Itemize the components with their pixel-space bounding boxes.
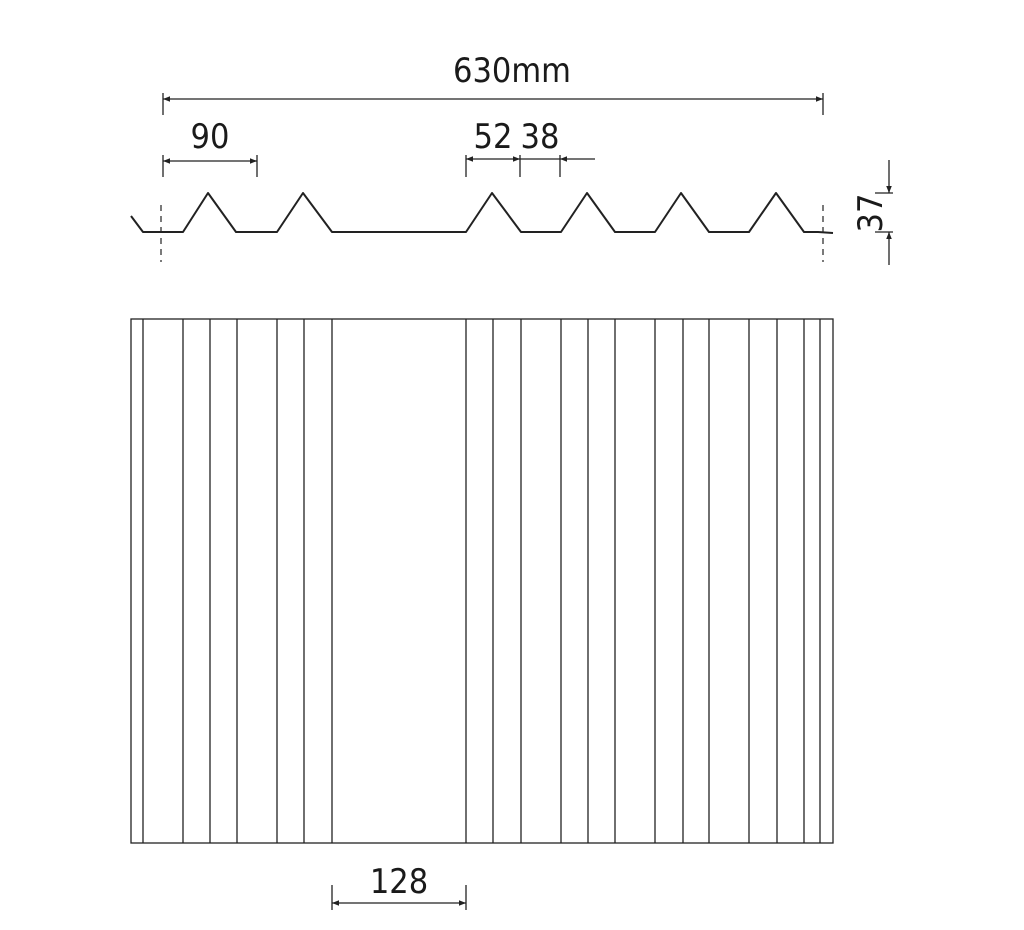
height-label: 37 [851,194,891,233]
dimension-total-width: 630mm [162,51,824,115]
dimension-flat-width: 128 [331,862,467,910]
dimension-crest-valley: 52 38 [465,117,595,177]
sheet-plan-view [130,318,834,844]
sheet-profile [130,192,834,234]
crest-width-label: 52 [474,117,513,157]
pitch-label: 90 [191,117,230,157]
flat-width-label: 128 [370,862,428,902]
dimension-pitch: 90 [162,117,258,177]
sheet-outline [130,318,834,844]
dimension-height: 37 [851,160,893,265]
total-width-label: 630mm [453,51,571,91]
valley-width-label: 38 [521,117,560,157]
rib-lines [142,319,821,843]
